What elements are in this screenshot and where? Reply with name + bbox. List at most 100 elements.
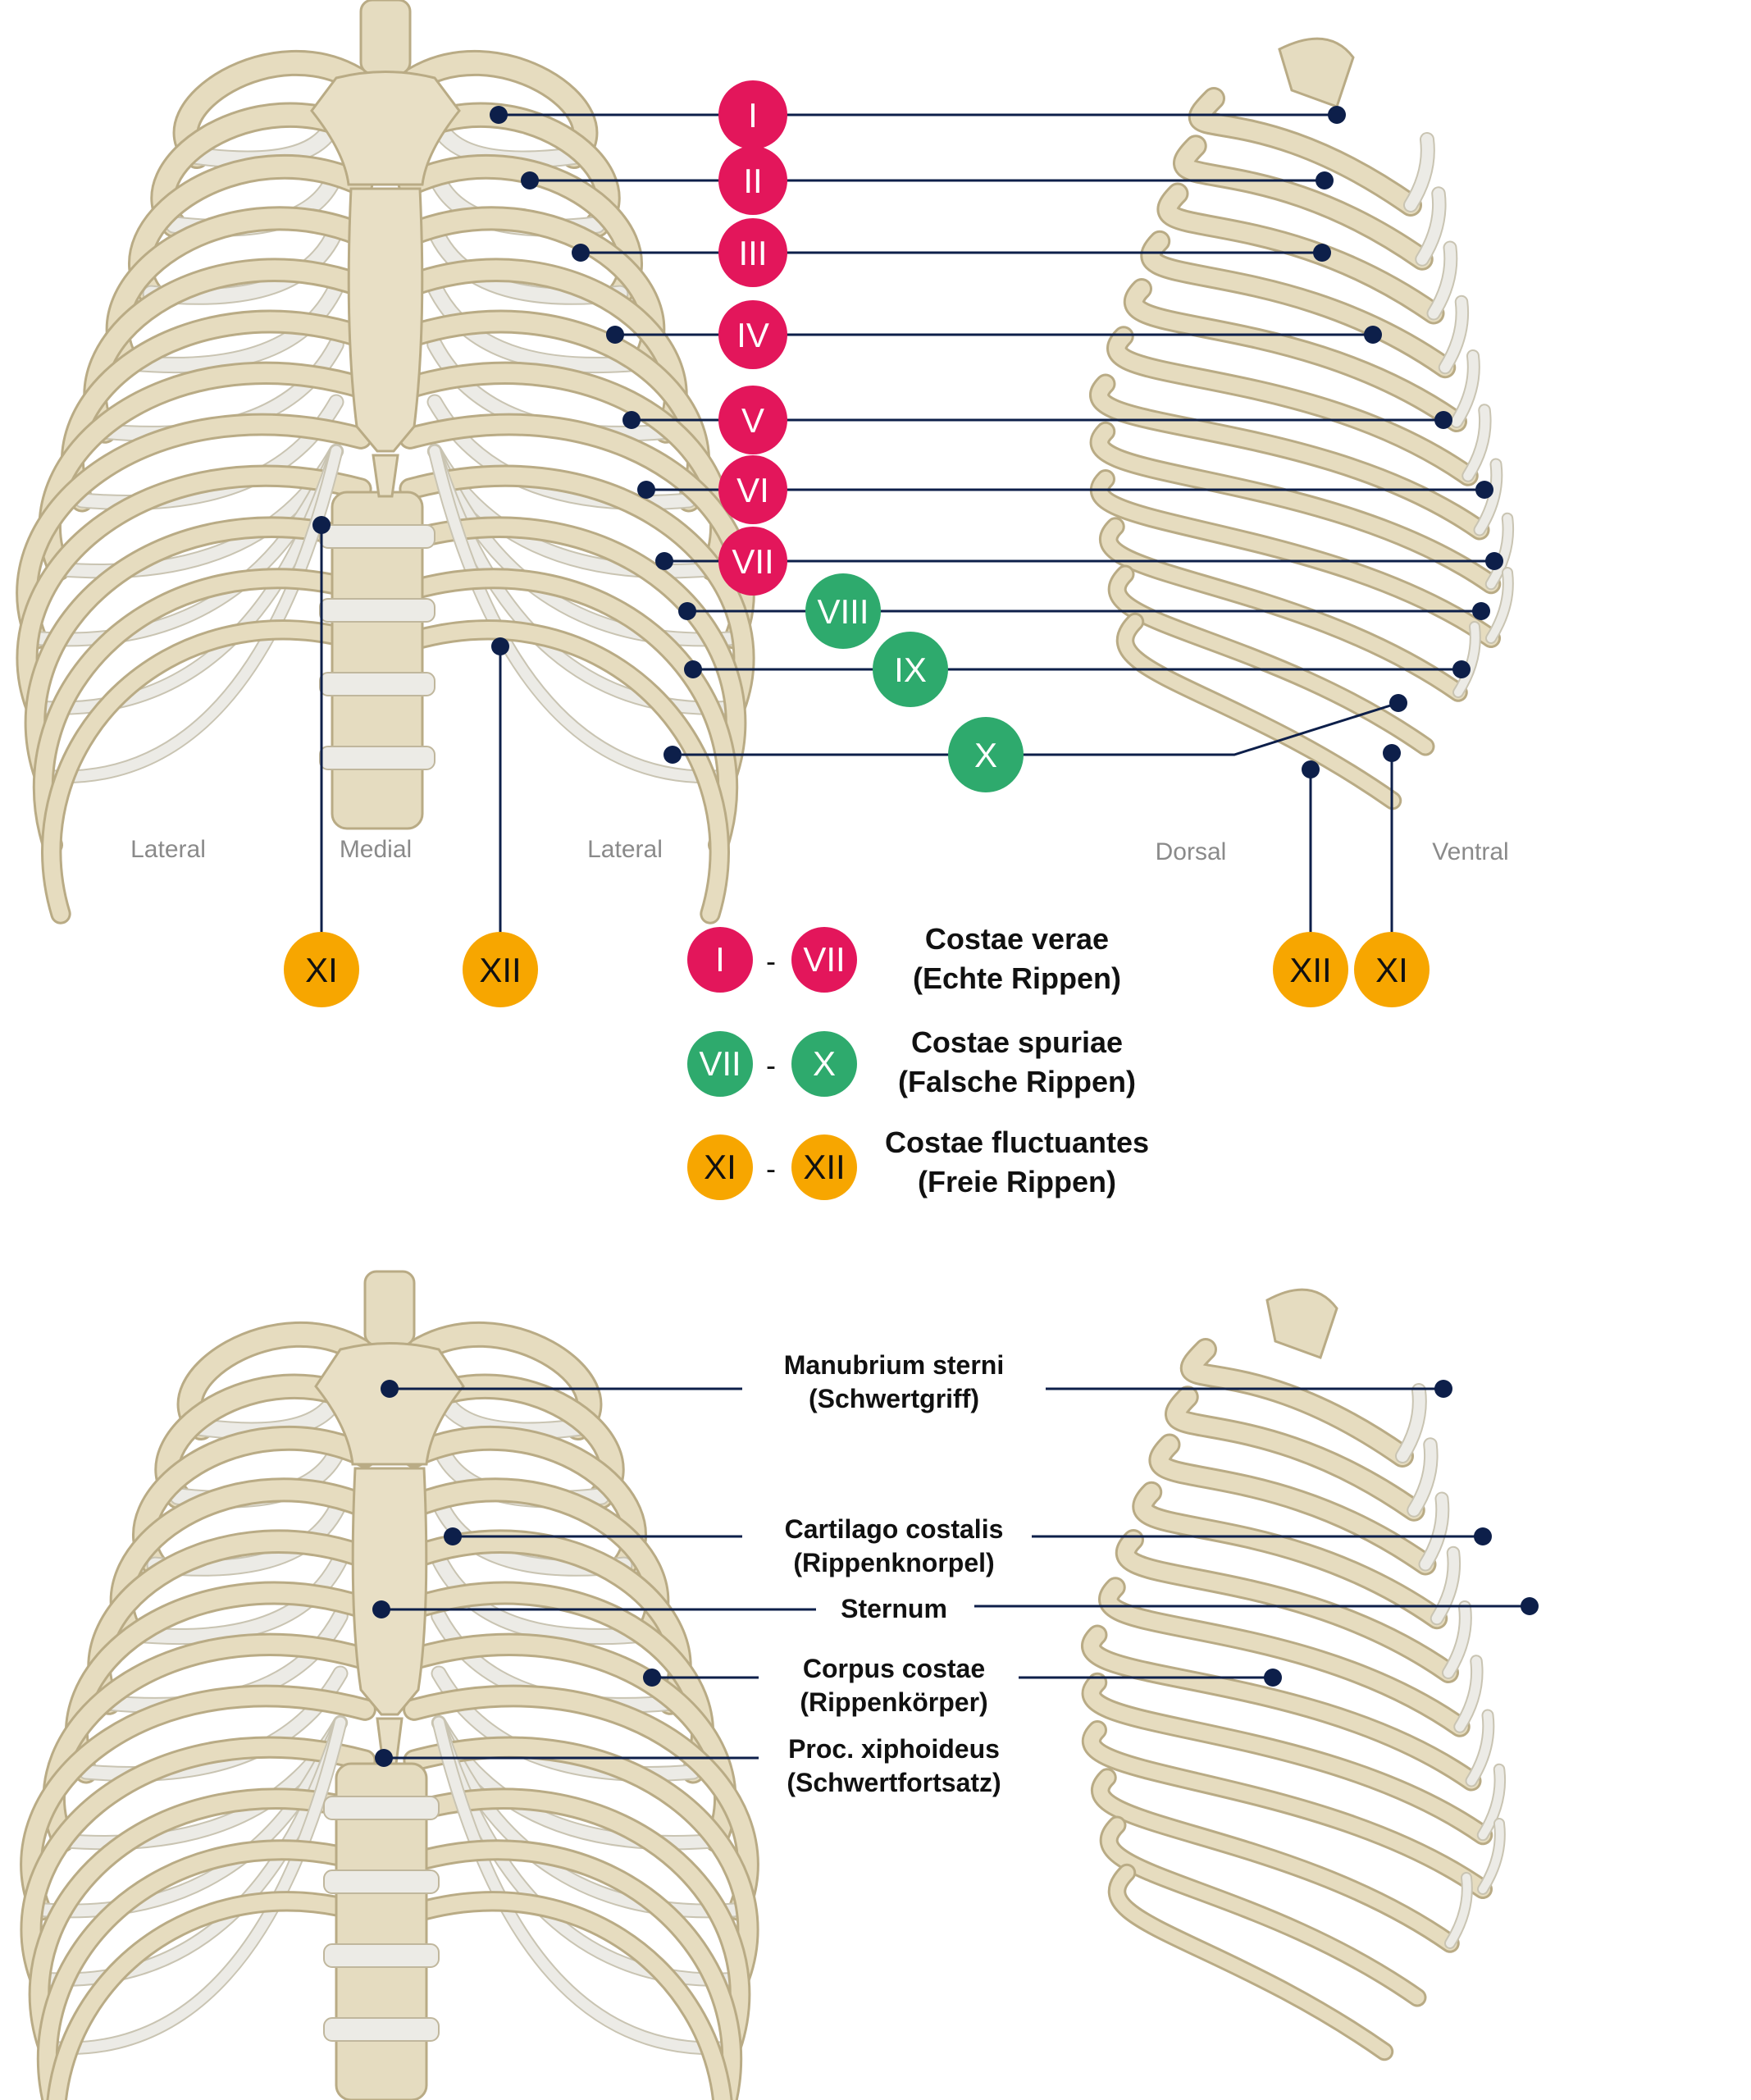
label-sternum: Sternum bbox=[841, 1594, 947, 1623]
rib-badge-I: I bbox=[718, 80, 787, 149]
leader-dot bbox=[1383, 744, 1401, 762]
rib-badge-II: II bbox=[718, 146, 787, 215]
legend-subtitle: (Freie Rippen) bbox=[918, 1165, 1116, 1198]
svg-text:VII: VII bbox=[803, 940, 845, 979]
rib bbox=[1118, 614, 1400, 808]
rib bbox=[1101, 519, 1466, 700]
svg-text:IX: IX bbox=[894, 651, 927, 689]
svg-text:X: X bbox=[974, 736, 997, 774]
rib bbox=[22, 1687, 374, 1919]
leader-dot bbox=[637, 481, 655, 499]
cartilage bbox=[121, 280, 344, 372]
leader-dot bbox=[678, 602, 696, 620]
rib bbox=[1175, 137, 1431, 268]
spine-top-illustration-bottom bbox=[1265, 1288, 1338, 1359]
leader-dot bbox=[606, 326, 624, 344]
leader-dot bbox=[1264, 1669, 1282, 1687]
leader-dot bbox=[444, 1527, 462, 1545]
rib-cage-side-view-bottom bbox=[1081, 1288, 1507, 2061]
anatomy-labels: Manubrium sterni (Schwertgriff) Cartilag… bbox=[784, 1350, 1004, 1797]
leader-dot bbox=[1316, 171, 1334, 189]
svg-text:X: X bbox=[813, 1044, 836, 1083]
rib bbox=[1190, 89, 1420, 214]
rib-badge-X: X bbox=[948, 717, 1024, 792]
cartilage bbox=[427, 280, 650, 372]
svg-text:IV: IV bbox=[736, 316, 769, 354]
rib-cage-front-view-top bbox=[16, 0, 755, 924]
leader-dot bbox=[312, 516, 331, 534]
cartilage bbox=[1466, 1710, 1493, 1786]
rib bbox=[1109, 328, 1476, 484]
rib bbox=[1092, 423, 1499, 592]
legend-badge-from bbox=[687, 1031, 753, 1097]
sternum-illustration bbox=[310, 71, 461, 498]
cartilage bbox=[1405, 134, 1434, 211]
leader-dot bbox=[372, 1600, 390, 1618]
legend-title: Costae fluctuantes bbox=[885, 1125, 1149, 1159]
rib bbox=[1118, 1532, 1457, 1681]
direction-labels: Lateral Medial Lateral Dorsal Ventral bbox=[130, 836, 1509, 865]
rib bbox=[39, 1842, 373, 2100]
rib-badge-VI: VI bbox=[718, 455, 787, 524]
svg-text:VI: VI bbox=[736, 471, 769, 509]
leader-dot bbox=[1389, 694, 1407, 712]
legend-subtitle: (Echte Rippen) bbox=[913, 961, 1121, 995]
cartilage bbox=[1452, 351, 1479, 427]
leader-dots-bottom bbox=[372, 1380, 1539, 1767]
rib bbox=[402, 570, 736, 853]
leader-dot bbox=[1475, 481, 1493, 499]
svg-text:XII: XII bbox=[479, 951, 521, 989]
cartilage bbox=[1416, 188, 1445, 265]
rib bbox=[406, 1842, 741, 2100]
spine-top-illustration bbox=[1278, 37, 1355, 108]
leader-dot bbox=[490, 106, 508, 124]
leader-dot bbox=[1434, 411, 1452, 429]
floating-badge-side-XI: XI bbox=[1354, 932, 1430, 1007]
label-cartilago-costalis-de: (Rippenknorpel) bbox=[793, 1548, 994, 1577]
rib bbox=[30, 1790, 374, 2057]
cartilage bbox=[1408, 1439, 1437, 1516]
cartilage bbox=[1443, 1602, 1471, 1678]
svg-text:XII: XII bbox=[1289, 951, 1331, 989]
cartilage bbox=[1487, 568, 1512, 642]
leader-dot bbox=[1302, 760, 1320, 778]
svg-text:XI: XI bbox=[1375, 951, 1408, 989]
rib bbox=[179, 1323, 376, 1438]
rib bbox=[1101, 1818, 1425, 2005]
cartilage bbox=[431, 1551, 654, 1644]
leader-dot bbox=[1472, 602, 1490, 620]
legend-row-floating-ribs: XI - XII Costae fluctuantes (Freie Rippe… bbox=[687, 1125, 1149, 1200]
svg-text:V: V bbox=[741, 401, 764, 440]
cartilage bbox=[1428, 242, 1457, 319]
rib bbox=[1159, 185, 1443, 322]
rib-cage-front-view-bottom bbox=[20, 1270, 759, 2100]
direction-lateral-left: Lateral bbox=[130, 836, 206, 863]
label-manubrium-sterni: Manubrium sterni bbox=[784, 1350, 1004, 1380]
rib bbox=[405, 1687, 757, 1919]
cartilage bbox=[1463, 405, 1490, 481]
rib bbox=[1084, 1723, 1490, 1897]
label-corpus-costae-de: (Rippenkörper) bbox=[800, 1687, 987, 1717]
direction-lateral-right: Lateral bbox=[587, 836, 663, 863]
rib bbox=[399, 52, 596, 167]
label-proc-xiphoideus: Proc. xiphoideus bbox=[788, 1734, 1000, 1764]
rib bbox=[175, 52, 372, 167]
floating-badge-front-XII: XII bbox=[463, 932, 538, 1007]
rib bbox=[1182, 1340, 1411, 1465]
rib bbox=[1167, 1388, 1423, 1519]
cartilage bbox=[1439, 296, 1468, 373]
cartilage bbox=[433, 1717, 736, 2054]
cartilage bbox=[1420, 1493, 1448, 1570]
cartilage bbox=[1478, 1764, 1505, 1840]
cartilage bbox=[1431, 1547, 1460, 1624]
floating-badge-front-XI: XI bbox=[284, 932, 359, 1007]
legend-badge-to bbox=[791, 1134, 857, 1200]
rib bbox=[1093, 1770, 1457, 1951]
leader-dot bbox=[491, 637, 509, 655]
leader-dot bbox=[1434, 1380, 1452, 1398]
leader-dot bbox=[375, 1749, 393, 1767]
legend-badge-from bbox=[687, 927, 753, 993]
svg-text:-: - bbox=[766, 1152, 776, 1185]
svg-text:I: I bbox=[715, 940, 725, 979]
rib bbox=[1083, 1627, 1480, 1789]
